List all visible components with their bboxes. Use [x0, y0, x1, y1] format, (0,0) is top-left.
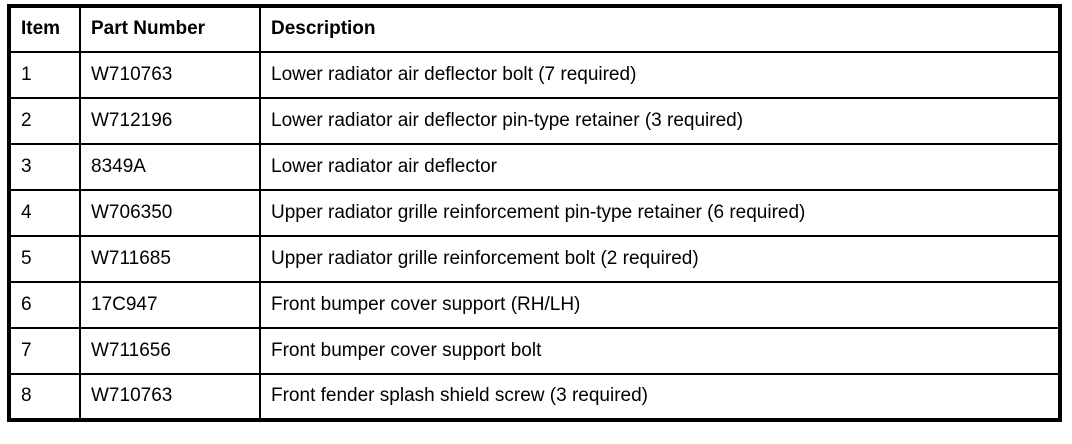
table-header-row: Item Part Number Description: [8, 5, 1061, 53]
column-header-item: Item: [8, 5, 81, 53]
part-number-cell: 8349A: [79, 143, 261, 191]
description-cell: Lower radiator air deflector pin-type re…: [259, 97, 1061, 145]
column-header-description: Description: [259, 5, 1061, 53]
part-number-cell: W711656: [79, 327, 261, 375]
description-cell: Front bumper cover support (RH/LH): [259, 281, 1061, 329]
item-cell: 5: [8, 235, 81, 283]
parts-table: Item Part Number Description 1 W710763 L…: [7, 4, 1062, 422]
item-cell: 2: [8, 97, 81, 145]
table-row: 3 8349A Lower radiator air deflector: [8, 143, 1061, 191]
part-number-cell: W711685: [79, 235, 261, 283]
item-cell: 8: [8, 373, 81, 421]
description-cell: Front fender splash shield screw (3 requ…: [259, 373, 1061, 421]
table-row: 8 W710763 Front fender splash shield scr…: [8, 373, 1061, 421]
part-number-cell: W710763: [79, 373, 261, 421]
part-number-cell: W706350: [79, 189, 261, 237]
table-row: 5 W711685 Upper radiator grille reinforc…: [8, 235, 1061, 283]
part-number-cell: 17C947: [79, 281, 261, 329]
description-cell: Front bumper cover support bolt: [259, 327, 1061, 375]
description-cell: Lower radiator air deflector: [259, 143, 1061, 191]
table-row: 1 W710763 Lower radiator air deflector b…: [8, 51, 1061, 99]
item-cell: 7: [8, 327, 81, 375]
table-row: 7 W711656 Front bumper cover support bol…: [8, 327, 1061, 375]
column-header-part-number: Part Number: [79, 5, 261, 53]
table-row: 4 W706350 Upper radiator grille reinforc…: [8, 189, 1061, 237]
part-number-cell: W710763: [79, 51, 261, 99]
table-row: 6 17C947 Front bumper cover support (RH/…: [8, 281, 1061, 329]
item-cell: 6: [8, 281, 81, 329]
item-cell: 1: [8, 51, 81, 99]
table-row: 2 W712196 Lower radiator air deflector p…: [8, 97, 1061, 145]
item-cell: 3: [8, 143, 81, 191]
part-number-cell: W712196: [79, 97, 261, 145]
description-cell: Upper radiator grille reinforcement pin-…: [259, 189, 1061, 237]
item-cell: 4: [8, 189, 81, 237]
description-cell: Lower radiator air deflector bolt (7 req…: [259, 51, 1061, 99]
description-cell: Upper radiator grille reinforcement bolt…: [259, 235, 1061, 283]
